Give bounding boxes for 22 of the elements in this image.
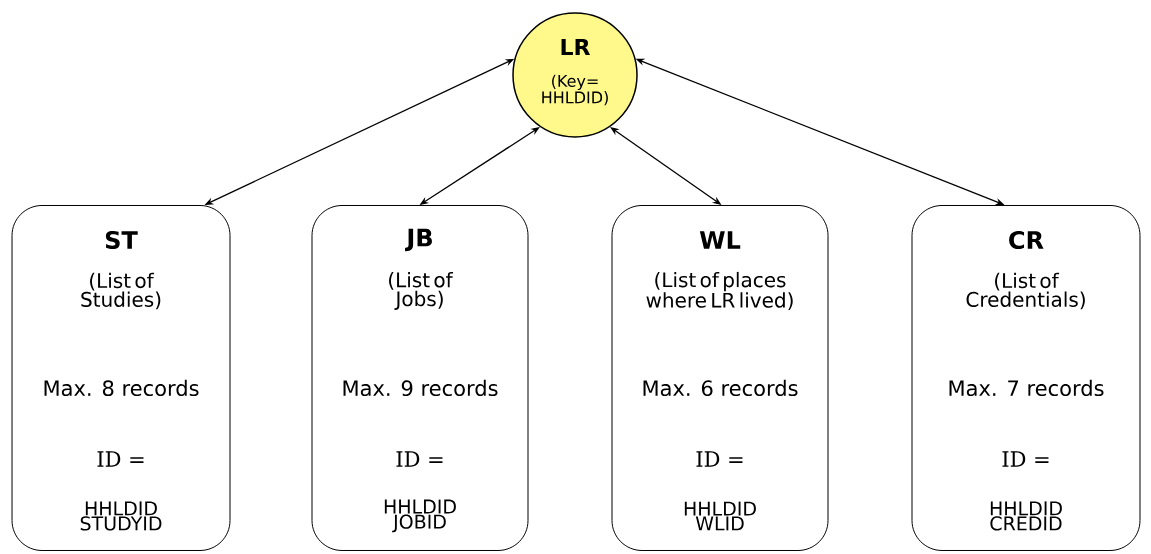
key-label: (Key= HHLDID) (542, 74, 608, 106)
box-heading: ST (105, 230, 138, 250)
box-description: (List of Credentials) (966, 272, 1085, 310)
id-fields: HHLDID WLID (684, 501, 756, 531)
box-description: (List of places where LR lived) (646, 271, 793, 311)
box-description: (List of Jobs) (389, 272, 454, 310)
id-label: ID = (396, 451, 443, 467)
box-heading: JB (405, 228, 432, 252)
record-count: Max. 8 records (44, 379, 199, 397)
box-heading: WL (699, 231, 741, 249)
id-fields: HHLDID JOBID (384, 499, 456, 533)
id-label: ID = (1002, 451, 1049, 467)
record-count: Max. 7 records (949, 379, 1104, 397)
id-label: ID = (97, 451, 144, 467)
id-label: ID = (696, 451, 743, 467)
id-fields: HHLDID CREDID (990, 501, 1062, 531)
id-fields: HHLDID STUDYID (80, 501, 162, 531)
box-heading: CR (1009, 230, 1044, 250)
record-count: Max. 9 records (343, 379, 498, 397)
box-description: (List of Studies) (81, 272, 161, 310)
circle-heading: LR (561, 38, 591, 55)
record-count: Max. 6 records (643, 379, 798, 397)
